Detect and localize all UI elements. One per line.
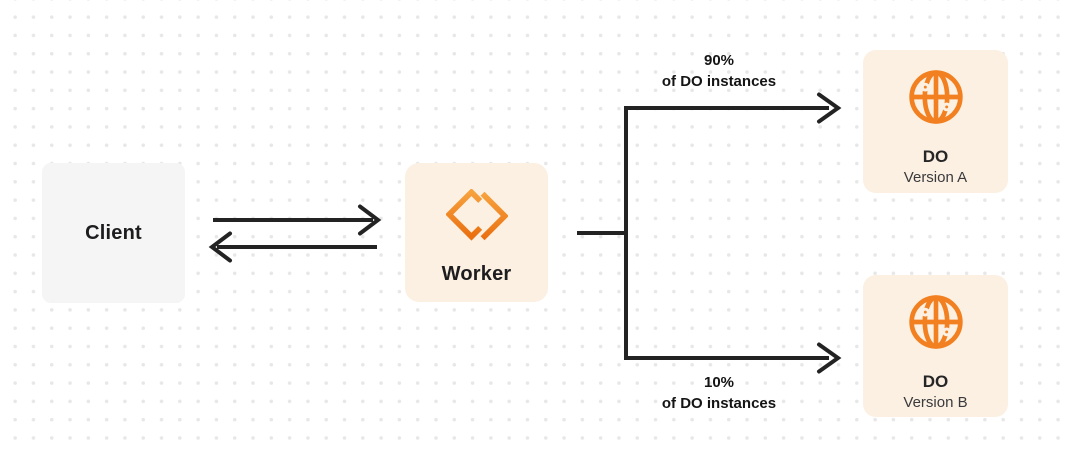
worker-node: Worker [405,163,548,302]
do-a-subtitle: Version A [903,169,968,186]
do-b-subtitle: Version B [903,394,968,411]
do-b-title: DO [922,372,949,391]
globe-icon [905,291,967,358]
workers-icon [445,185,508,247]
request-arrow-head [358,204,382,236]
top-branch-caption: of DO instances [661,73,777,90]
bottom-branch-percent: 10% [703,374,735,391]
client-node: Client [42,163,185,303]
bottom-branch-caption: of DO instances [661,395,777,412]
top-branch-percent: 90% [703,52,735,69]
do-a-title: DO [922,147,949,166]
do-version-b-node: DO Version B [863,275,1008,417]
worker-label: Worker [441,263,512,285]
branch-connector [624,106,829,360]
globe-icon [905,66,967,133]
top-branch-arrow-head [817,92,842,124]
client-label: Client [85,221,142,244]
bottom-branch-arrow-head [817,342,842,374]
response-arrow-head [208,231,232,263]
do-version-a-node: DO Version A [863,50,1008,193]
bottom-branch-label: 10% of DO instances [662,372,776,414]
top-branch-label: 90% of DO instances [662,50,776,92]
